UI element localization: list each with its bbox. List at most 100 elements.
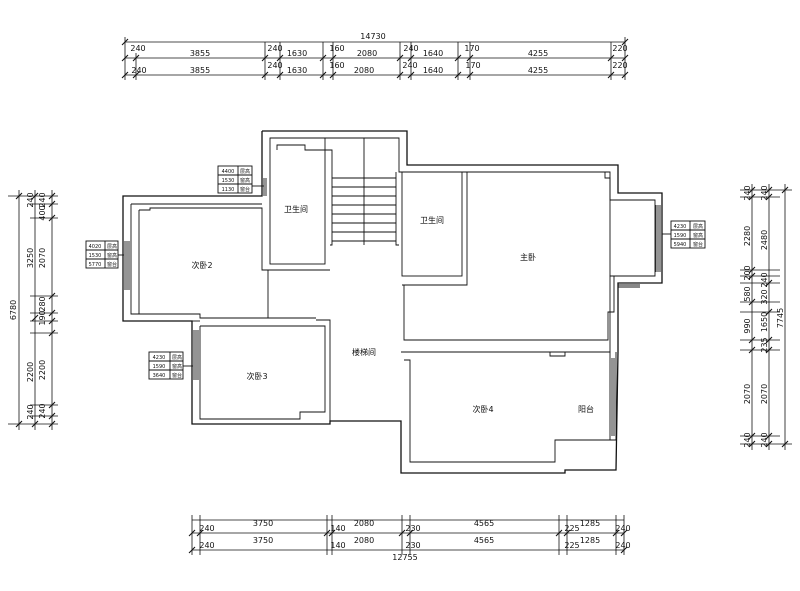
window-tag-label: 层高 xyxy=(693,223,703,230)
bottom-dimension: 230 xyxy=(405,541,420,550)
window-tag-value: 4400 xyxy=(222,169,235,175)
left-dimension: 280 xyxy=(38,296,47,311)
window-tag-value: 4230 xyxy=(674,224,687,230)
top-dimension: 160 xyxy=(329,44,344,53)
top-dimension: 3855 xyxy=(190,49,210,58)
right-dimension: 240 xyxy=(760,272,769,287)
top-dimension: 240 xyxy=(267,61,282,70)
window-tag-3: 4230 层高 1590 窗高 3640 窗台 xyxy=(148,351,193,380)
bottom-dimension: 240 xyxy=(615,524,630,533)
top-dimension: 160 xyxy=(329,61,344,70)
top-dimension: 1630 xyxy=(287,66,307,75)
window-tag-label: 层高 xyxy=(240,168,250,175)
room-label-bedroom-2: 次卧2 xyxy=(191,260,212,270)
right-dimension: 2070 xyxy=(760,384,769,404)
walls xyxy=(122,130,663,474)
top-dimension: 170 xyxy=(464,44,479,53)
window-tag-value: 1590 xyxy=(674,233,687,239)
window-tag-label: 层高 xyxy=(172,354,182,361)
top-dimension: 4255 xyxy=(528,66,548,75)
top-dimension: 240 xyxy=(130,44,145,53)
bottom-dimension: 3750 xyxy=(253,519,273,528)
bottom-dimension: 225 xyxy=(564,541,579,550)
window-tag-label: 窗高 xyxy=(240,177,250,184)
right-dimension: 240 xyxy=(760,432,769,447)
top-dimensions: 14730 240 3855 240 1630 160 2080 240 164… xyxy=(121,32,629,80)
bottom-dimension: 240 xyxy=(615,541,630,550)
bottom-dimension: 140 xyxy=(330,524,345,533)
room-label-bathroom-left: 卫生间 xyxy=(284,204,308,214)
right-dimension: 2480 xyxy=(760,230,769,250)
window-tag-2: 4020 层高 1530 窗高 5770 窗台 xyxy=(85,240,124,269)
right-dimension: 240 xyxy=(760,185,769,200)
window-tag-label: 窗高 xyxy=(172,363,182,370)
right-dimension: 580 xyxy=(743,286,752,301)
left-dimension: 190 xyxy=(38,310,47,325)
left-dimension: 3250 xyxy=(26,248,35,268)
bottom-total-dimension: 12755 xyxy=(392,553,417,562)
bottom-dimension: 4565 xyxy=(474,536,494,545)
bottom-dimension: 230 xyxy=(405,524,420,533)
right-dimension: 200 xyxy=(743,265,752,280)
top-dimension: 2080 xyxy=(357,49,377,58)
right-dimension: 1650 xyxy=(760,312,769,332)
right-dimension: 320 xyxy=(760,289,769,304)
bottom-dimensions: 240 3750 140 2080 230 4565 225 1285 240 … xyxy=(188,515,631,562)
left-dimension: 400 xyxy=(38,205,47,220)
top-dimension: 4255 xyxy=(528,49,548,58)
window-tag-value: 4020 xyxy=(89,244,102,250)
window-tag-value: 1530 xyxy=(89,253,102,259)
left-dimension: 240 xyxy=(26,192,35,207)
top-dimension: 2080 xyxy=(354,66,374,75)
left-dimension: 2200 xyxy=(26,362,35,382)
window-tag-label: 窗高 xyxy=(107,252,117,259)
bottom-dimension: 3750 xyxy=(253,536,273,545)
right-dimension: 2280 xyxy=(743,226,752,246)
window-tag-value: 5940 xyxy=(674,242,687,248)
window-tag-label: 窗台 xyxy=(240,186,250,193)
top-dimension: 1640 xyxy=(423,66,443,75)
left-dimensions: 6780 240 3250 2200 240 240 400 2070 280 … xyxy=(8,190,58,430)
bottom-dimension: 240 xyxy=(199,524,214,533)
bottom-dimension: 2080 xyxy=(354,536,374,545)
top-total-dimension: 14730 xyxy=(360,32,385,41)
room-label-bedroom-3: 次卧3 xyxy=(246,371,267,381)
window-tag-value: 4230 xyxy=(153,355,166,361)
window-tag-label: 窗台 xyxy=(172,372,182,379)
window-tag-label: 层高 xyxy=(107,243,117,250)
top-dimension: 3855 xyxy=(190,66,210,75)
bottom-dimension: 140 xyxy=(330,541,345,550)
room-label-bedroom-4: 次卧4 xyxy=(472,404,493,414)
left-dimension: 240 xyxy=(26,404,35,419)
bottom-dimension: 4565 xyxy=(474,519,494,528)
window-tag-label: 窗高 xyxy=(693,232,703,239)
left-dimension: 240 xyxy=(38,403,47,418)
window-tag-1: 4400 层高 1530 窗高 1130 窗台 xyxy=(217,165,264,194)
right-dimension: 2070 xyxy=(743,384,752,404)
right-dimension: 240 xyxy=(743,185,752,200)
window-tag-value: 3640 xyxy=(153,373,166,379)
room-label-bathroom-right: 卫生间 xyxy=(420,215,444,225)
window-tag-value: 1530 xyxy=(222,178,235,184)
window-tag-value: 5770 xyxy=(89,262,102,268)
right-dimension: 990 xyxy=(743,318,752,333)
right-total-dimension: 7745 xyxy=(776,308,785,328)
left-total-dimension: 6780 xyxy=(9,300,18,320)
top-dimension: 1630 xyxy=(287,49,307,58)
window-tag-label: 窗台 xyxy=(107,261,117,268)
top-dimension: 240 xyxy=(131,66,146,75)
window-tag-label: 窗台 xyxy=(693,241,703,248)
top-dimension: 240 xyxy=(403,44,418,53)
top-dimension: 170 xyxy=(465,61,480,70)
top-dimension: 240 xyxy=(267,44,282,53)
stairs xyxy=(332,138,396,245)
room-label-balcony: 阳台 xyxy=(578,404,594,414)
bottom-dimension: 225 xyxy=(564,524,579,533)
bottom-dimension: 2080 xyxy=(354,519,374,528)
bottom-dimension: 240 xyxy=(199,541,214,550)
window-tag-value: 1130 xyxy=(222,187,235,193)
right-dimension: 235 xyxy=(760,337,769,352)
left-dimension: 2200 xyxy=(38,360,47,380)
left-dimension: 240 xyxy=(38,192,47,207)
